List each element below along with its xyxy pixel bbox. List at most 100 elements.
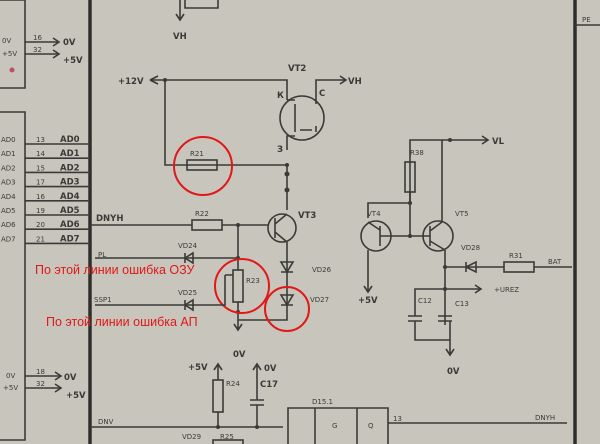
svg-text:VT2: VT2 [288,64,306,74]
left-connector-box-top [0,0,26,89]
bus-pin: 21 [36,235,45,243]
r21-resistor: R21 [164,80,290,210]
svg-text:VL: VL [492,137,505,147]
bus-box: AD0 [1,136,16,144]
bus-box: AD7 [1,235,16,243]
ram-error-annotation: По этой линии ошибка ОЗУ [35,263,195,277]
bus-pin: 16 [36,193,45,201]
bus-box: AD1 [1,150,16,158]
svg-text:+5V: +5V [66,391,86,401]
svg-text:R22: R22 [195,210,209,218]
svg-text:32: 32 [33,46,42,54]
svg-text:R23: R23 [246,277,260,285]
vt3-transistor: DNYH R22 VT3 [90,210,316,256]
svg-text:0V: 0V [264,364,277,374]
bus-box: AD3 [1,179,16,187]
svg-text:BAT: BAT [548,258,562,266]
power-bottom: 0V +5V 18 32 0V +5V [3,368,86,401]
svg-text:R21: R21 [190,150,204,158]
svg-text:VT4: VT4 [367,210,381,218]
bus-label: AD7 [60,234,80,244]
bus-pin: 15 [36,164,45,172]
bus-box: AD5 [1,207,16,215]
svg-text:+UREZ: +UREZ [494,286,519,294]
vt2-transistor: +12V VT2 К C З VH [118,64,362,155]
bus-box: AD4 [1,193,16,201]
svg-text:G: G [332,422,337,430]
svg-text:SSP1: SSP1 [94,296,112,304]
bus-row-ad2: AD2 15 AD2 [1,163,90,173]
bus-row-ad7: AD7 21 AD7 [1,234,90,244]
svg-text:C17: C17 [260,380,278,390]
pe-label: PE [582,16,591,24]
bus-label: AD4 [60,192,80,202]
bus-pin: 17 [36,179,45,187]
r24-c17: +5V R24 0V C17 [188,362,278,426]
svg-text:R38: R38 [410,149,424,157]
bus-box: AD2 [1,164,16,172]
svg-text:VD28: VD28 [461,244,480,252]
dnyh-left-label: DNYH [96,214,123,224]
vd24-diode: PL VD24 [95,225,240,270]
bus-pin: 14 [36,150,45,158]
svg-text:0V: 0V [233,350,246,360]
d15-logic-block: D15.1 G Q 13 DNYH [287,398,567,444]
vd26-vd27-diodes: VD26 VD27 [238,256,332,321]
r23-resistor: R23 0V [232,269,260,360]
svg-text:D15.1: D15.1 [312,398,333,406]
svg-text:PL: PL [98,251,106,259]
bus-label: AD0 [60,135,80,145]
svg-text:R25: R25 [220,433,234,441]
svg-text:18: 18 [36,368,45,376]
svg-text:DNV: DNV [98,418,114,426]
bus-row-ad3: AD3 17 AD3 [1,178,90,188]
left-connector-box [0,111,26,441]
vd25-diode: SSP1 VD25 [94,274,233,312]
svg-text:+5V: +5V [2,50,17,58]
svg-text:К: К [277,91,284,101]
bus-row-ad6: AD6 20 AD6 [1,220,90,230]
svg-text:+5V: +5V [358,296,378,306]
svg-text:VT5: VT5 [455,210,469,218]
vd27-highlight-circle [264,286,310,332]
bus-pin: 13 [36,136,45,144]
dnv-line: DNV VD29 R25 [90,418,283,444]
svg-text:C12: C12 [418,297,432,305]
svg-text:0V: 0V [6,372,15,380]
svg-text:VD25: VD25 [178,289,197,297]
svg-text:C13: C13 [455,300,469,308]
svg-text:13: 13 [393,415,402,423]
bus-row-ad1: AD1 14 AD1 [1,149,90,159]
svg-text:0V: 0V [447,367,460,377]
svg-text:VD26: VD26 [312,266,332,274]
svg-text:DNYH: DNYH [535,414,555,422]
bus-label: AD2 [60,163,80,173]
bus-label: AD6 [60,220,80,230]
svg-text:Q: Q [368,422,374,430]
svg-text:32: 32 [36,380,45,388]
svg-text:R31: R31 [509,252,523,260]
svg-text:+5V: +5V [63,56,83,66]
svg-text:0V: 0V [64,373,77,383]
svg-text:R24: R24 [226,380,240,388]
bus-pin: 20 [36,221,45,229]
vh-top-label: VH [173,32,187,42]
bus-row-ad0: AD0 13 AD0 [1,135,90,145]
svg-text:VD29: VD29 [182,433,201,441]
r21-highlight-circle [173,136,233,196]
r23-highlight-circle [214,258,270,314]
svg-text:VD27: VD27 [310,296,329,304]
svg-text:З: З [277,145,283,155]
svg-text:0V: 0V [2,37,11,45]
bus-label: AD3 [60,178,80,188]
svg-text:0V: 0V [63,38,76,48]
svg-text:VH: VH [348,77,362,87]
svg-text:+5V: +5V [3,384,18,392]
bus-label: AD1 [60,149,80,159]
bus-box: AD6 [1,221,16,229]
vd28-r31-caps: VD28 R31 BAT +UREZ C12 C13 0V [408,244,572,377]
bus-pin: 19 [36,207,45,215]
power-top: 0V +5V 16 32 0V +5V [2,34,83,73]
